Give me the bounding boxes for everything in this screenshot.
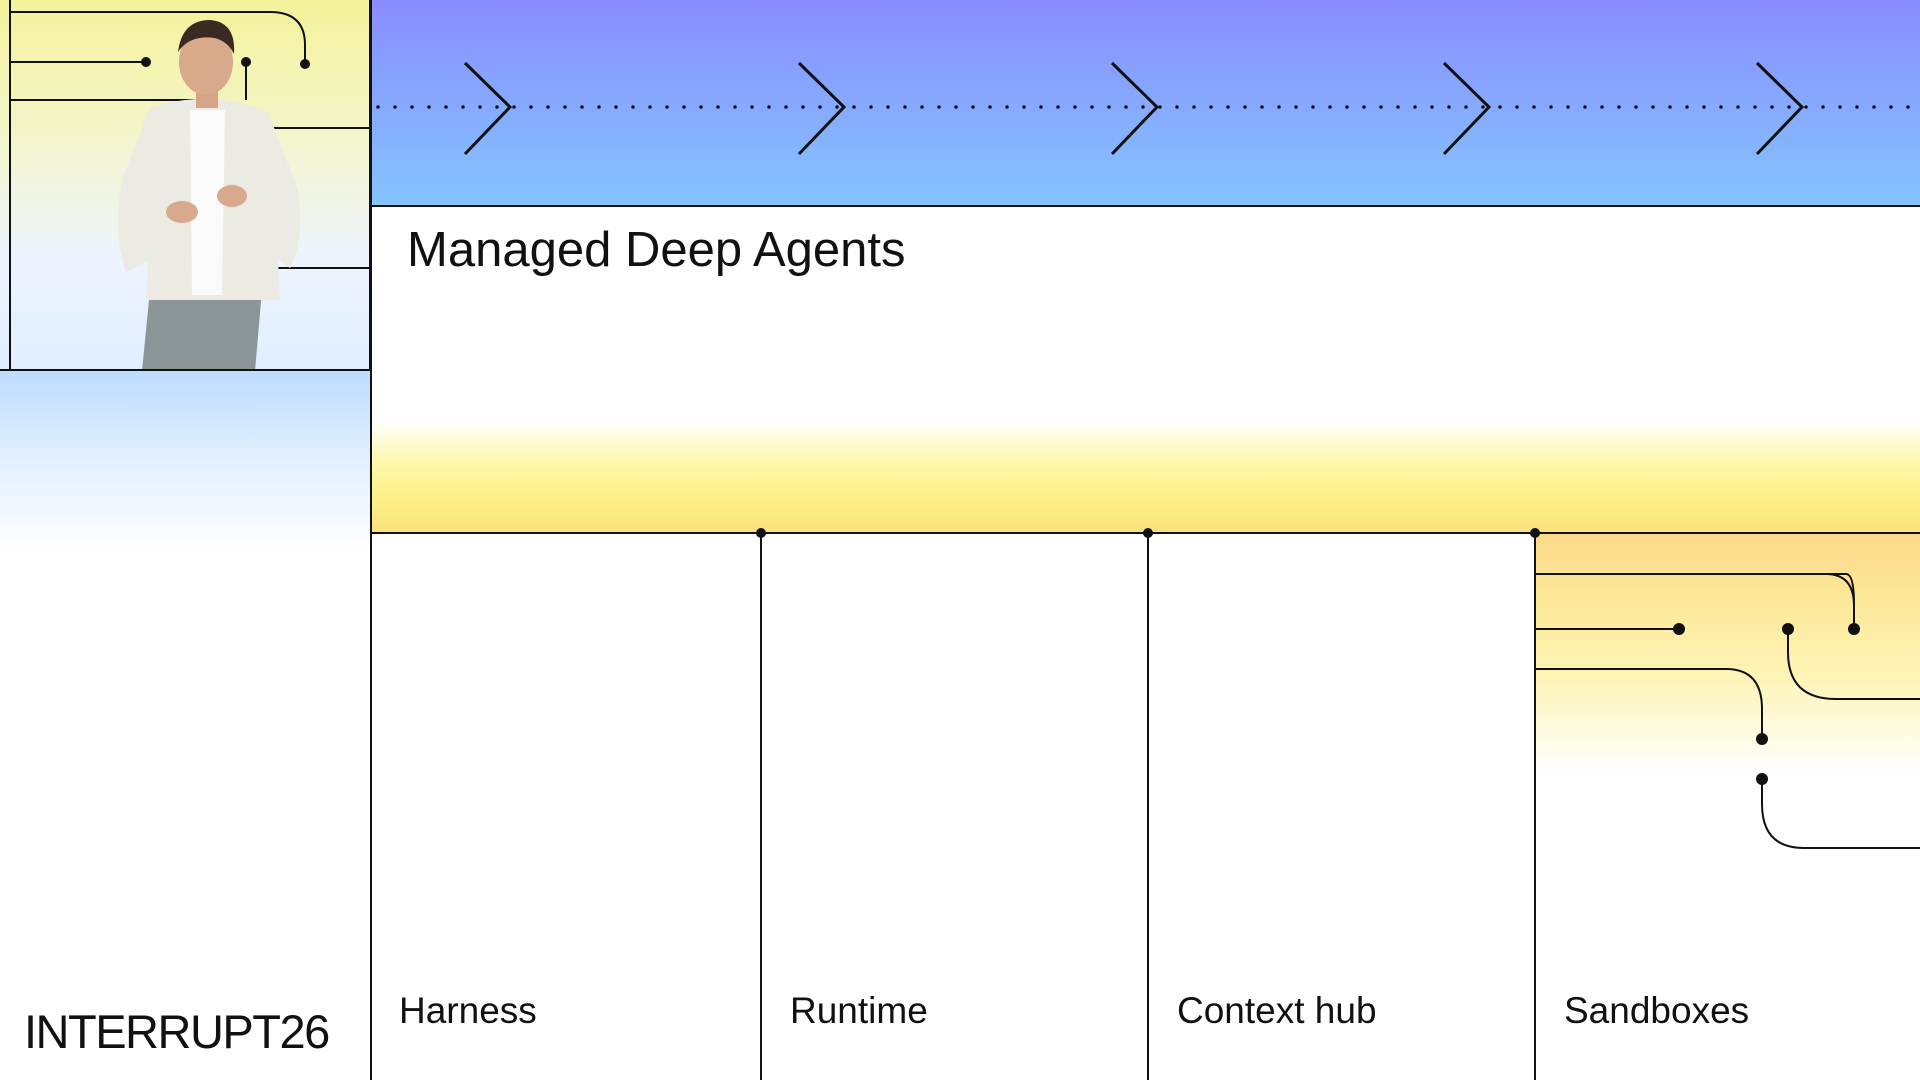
slide-title: Managed Deep Agents [407, 223, 906, 277]
junction-dot [756, 528, 766, 538]
yellow-gradient-band [372, 420, 1920, 533]
presenter-figure [117, 20, 301, 369]
junction-dot [1530, 528, 1540, 538]
column-label-runtime: Runtime [790, 990, 928, 1031]
column-label-context-hub: Context hub [1177, 990, 1377, 1031]
flow-arrows [376, 61, 1920, 156]
column-label-sandboxes: Sandboxes [1564, 990, 1750, 1031]
column-divider [1147, 533, 1149, 1080]
chevron-right-icon [1442, 61, 1492, 156]
junction-dot [1143, 528, 1153, 538]
chevron-right-icon [463, 61, 513, 156]
column-divider [760, 533, 762, 1080]
event-logo: INTERRUPT26 [24, 1005, 330, 1058]
arrow-flow-band [372, 0, 1920, 207]
column-divider [1534, 533, 1536, 1080]
column-label-harness: Harness [399, 990, 537, 1031]
left-gradient-panel [0, 371, 371, 551]
chevron-right-icon [1110, 61, 1160, 156]
left-divider [370, 0, 372, 1080]
chevron-right-icon [1755, 61, 1805, 156]
chevron-right-icon [797, 61, 847, 156]
circuit-trace-icon [1536, 573, 1920, 849]
speaker-video-panel [0, 0, 371, 371]
